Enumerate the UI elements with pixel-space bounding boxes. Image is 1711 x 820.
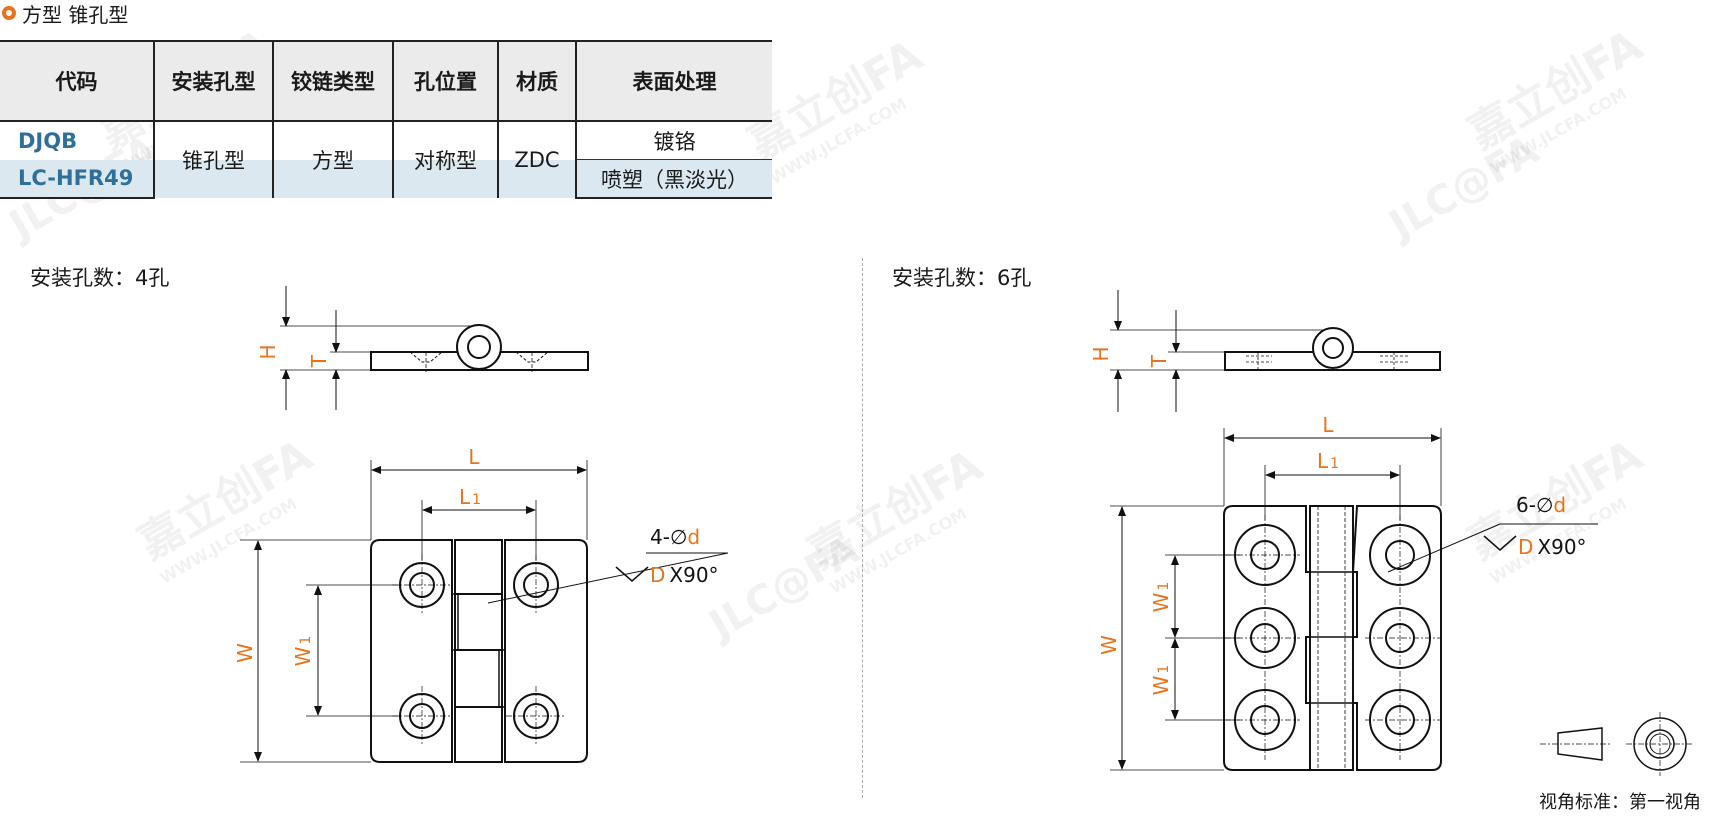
right-dim-L: L (1322, 413, 1334, 437)
left-hole-count: 安装孔数：4孔 (30, 266, 170, 290)
spec-table: 代码 安装孔型 铰链类型 孔位置 材质 表面处理 DJQB 锥孔型 方型 对称型… (0, 40, 772, 199)
table-row: LC-HFR49 喷塑（黑淡光） (0, 159, 772, 199)
left-dim-T: T (307, 354, 331, 368)
right-side-view (1110, 290, 1441, 412)
table-header-row: 代码 安装孔型 铰链类型 孔位置 材质 表面处理 (0, 40, 772, 122)
view-divider (862, 258, 863, 798)
code-cell: LC-HFR49 (0, 159, 155, 199)
header-finish: 表面处理 (576, 40, 772, 122)
right-dim-W1-lower: W1 (1149, 665, 1173, 696)
header-hinge-type: 铰链类型 (273, 40, 394, 122)
material-cell: ZDC (498, 121, 577, 198)
right-hole-count: 安装孔数：6孔 (892, 266, 1032, 290)
header-code: 代码 (0, 40, 155, 122)
finish-cell: 喷塑（黑淡光） (576, 159, 772, 199)
right-front-view (1110, 428, 1598, 771)
header-material: 材质 (498, 40, 577, 122)
section-title-text: 方型 锥孔型 (22, 2, 129, 27)
left-front-view (240, 460, 729, 763)
section-title: 方型 锥孔型 (0, 0, 129, 27)
left-dim-W1: W1 (291, 636, 315, 667)
code-cell: DJQB (0, 121, 155, 160)
right-dim-W: W (1097, 635, 1121, 655)
right-dim-W1-upper: W1 (1149, 582, 1173, 613)
left-hole-callout: 4-∅d (650, 525, 700, 549)
header-hole-position: 孔位置 (393, 40, 499, 122)
left-dim-H: H (256, 344, 280, 359)
right-hole-callout: 6-∅d (1516, 493, 1566, 517)
hinge-type-cell: 方型 (273, 121, 394, 198)
finish-cell: 镀铬 (576, 121, 772, 160)
table-row: DJQB 锥孔型 方型 对称型 ZDC 镀铬 (0, 121, 772, 198)
right-dim-H: H (1089, 346, 1113, 361)
left-dim-W: W (233, 643, 257, 663)
circle-bullet-icon (2, 6, 16, 20)
left-dim-L: L (468, 445, 480, 469)
projection-note: 视角标准：第一视角 (1539, 792, 1701, 813)
right-dim-T: T (1147, 354, 1171, 368)
header-hole-type: 安装孔型 (154, 40, 274, 122)
hole-position-cell: 对称型 (393, 121, 499, 198)
left-side-view (280, 286, 589, 410)
hole-type-cell: 锥孔型 (154, 121, 274, 198)
first-angle-projection-icon (1540, 712, 1694, 776)
